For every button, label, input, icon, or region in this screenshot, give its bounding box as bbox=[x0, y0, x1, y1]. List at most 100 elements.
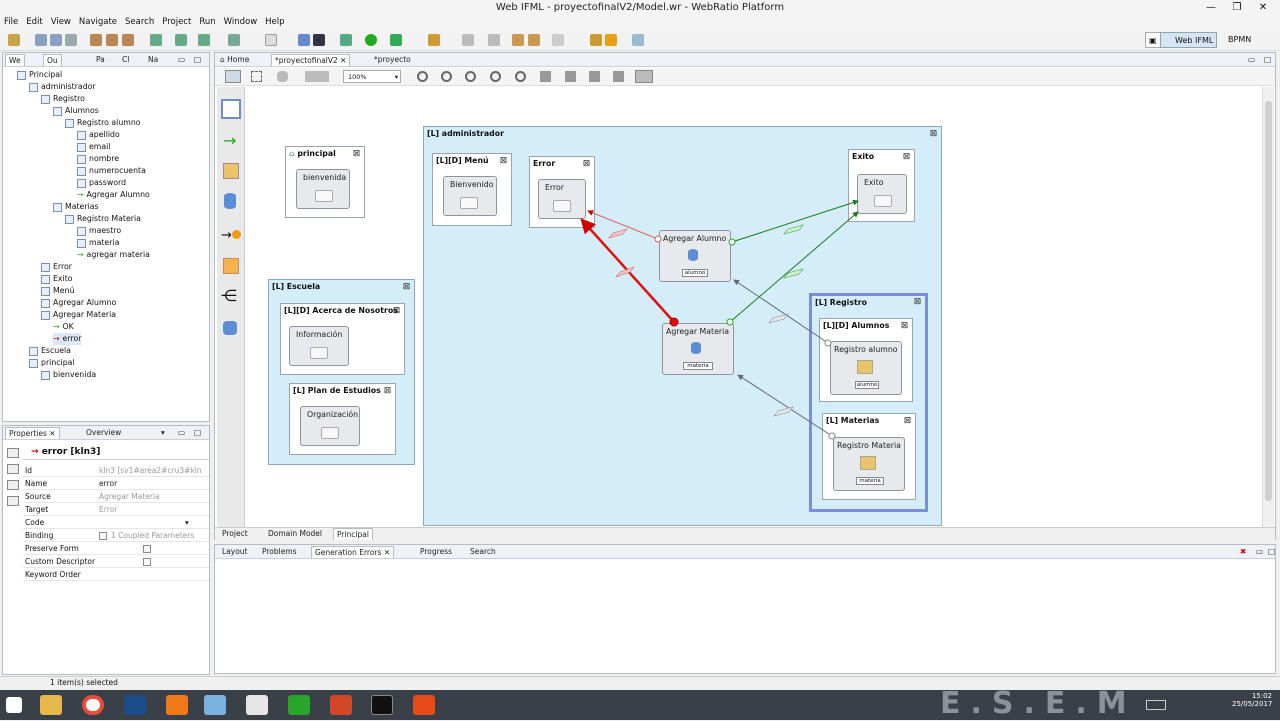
panel-menu-icon[interactable]: ▾ bbox=[161, 428, 165, 437]
area-escuela[interactable]: [L] Escuela ⊠ [L][D] Acerca de Nosotros … bbox=[268, 279, 415, 465]
menu-view[interactable]: View bbox=[50, 17, 71, 27]
settings-icon[interactable] bbox=[340, 34, 352, 46]
palette-flow-icon[interactable]: → bbox=[223, 131, 237, 150]
zoom-out-icon[interactable] bbox=[441, 71, 452, 82]
close-icon[interactable]: ⊠ bbox=[929, 129, 938, 139]
run-config-icon[interactable] bbox=[175, 34, 187, 46]
menu-edit[interactable]: Edit bbox=[26, 17, 43, 27]
page-error[interactable]: Error ⊠ Error bbox=[529, 156, 595, 228]
zoom-fit-icon[interactable] bbox=[465, 71, 476, 82]
forward-icon[interactable] bbox=[552, 34, 564, 46]
property-value[interactable]: error bbox=[99, 477, 117, 490]
menu-search[interactable]: Search bbox=[125, 17, 155, 27]
new-icon[interactable] bbox=[8, 34, 20, 46]
tree-item[interactable]: Error bbox=[41, 261, 72, 273]
palette-form-icon[interactable] bbox=[223, 163, 239, 179]
tab-proyecto[interactable]: *proyecto bbox=[374, 55, 411, 64]
tab-properties[interactable]: Properties ✕ bbox=[5, 427, 60, 439]
menu-project[interactable]: Project bbox=[162, 17, 192, 27]
powerpoint-icon[interactable] bbox=[330, 695, 352, 715]
maximize-editor-icon[interactable]: □ bbox=[1264, 55, 1272, 64]
perspective-bpmn[interactable]: BPMN bbox=[1228, 35, 1252, 44]
unit-bienvenido[interactable]: Bienvenido bbox=[443, 176, 497, 216]
close-icon[interactable]: ⊠ bbox=[383, 386, 392, 396]
palette-switch-icon[interactable]: ⋲ bbox=[221, 286, 237, 305]
package-icon[interactable] bbox=[313, 34, 325, 46]
next-annotation-icon[interactable] bbox=[462, 34, 474, 46]
tool-icon[interactable] bbox=[198, 34, 210, 46]
link-tool-icon[interactable] bbox=[305, 71, 329, 82]
tree-item[interactable]: Agregar Alumno bbox=[41, 297, 116, 309]
tab-palette[interactable]: Pa bbox=[96, 55, 105, 64]
layout-grid-icon[interactable] bbox=[635, 70, 653, 83]
close-icon[interactable]: ⊠ bbox=[900, 321, 909, 331]
snapshot-icon[interactable] bbox=[540, 71, 551, 82]
action-agregar-alumno[interactable]: Agregar Alumno alumno bbox=[659, 230, 731, 282]
save-all-icon[interactable] bbox=[50, 34, 62, 46]
page-alumnos[interactable]: [L][D] Alumnos ⊠ Registro alumno alumno bbox=[819, 318, 913, 402]
align-vertical-icon[interactable] bbox=[589, 71, 600, 82]
minimize-panel-icon[interactable]: ▭ bbox=[1256, 547, 1264, 556]
tree-item[interactable]: maestro bbox=[77, 225, 121, 237]
close-icon[interactable]: ⊠ bbox=[352, 149, 361, 159]
tree-item[interactable]: Registro Materia bbox=[65, 213, 141, 225]
close-icon[interactable]: ⊠ bbox=[902, 152, 911, 162]
tab-outline[interactable]: Ou bbox=[43, 54, 62, 66]
perspective-webifml[interactable]: Web IFML bbox=[1160, 32, 1218, 48]
tree-item[interactable]: Registro alumno bbox=[65, 117, 141, 129]
property-value[interactable]: 1 Coupled Parameters bbox=[99, 529, 194, 542]
print-icon[interactable] bbox=[65, 34, 77, 46]
file-explorer-icon[interactable] bbox=[40, 695, 62, 715]
menu-run[interactable]: Run bbox=[199, 17, 216, 27]
unit-registro-alumno[interactable]: Registro alumno alumno bbox=[830, 341, 902, 395]
align-horizontal-icon[interactable] bbox=[565, 71, 576, 82]
palette-module-icon[interactable] bbox=[223, 258, 239, 274]
page-menu[interactable]: [L][D] Menú ⊠ Bienvenido bbox=[432, 153, 512, 226]
tree-item[interactable]: Exito bbox=[41, 273, 73, 285]
menu-file[interactable]: File bbox=[4, 17, 19, 27]
external-tools-icon[interactable] bbox=[390, 34, 402, 46]
tree-item[interactable]: →error bbox=[53, 333, 82, 345]
minimize-panel-icon[interactable]: ▭ bbox=[178, 428, 186, 437]
tab-comment-icon[interactable] bbox=[7, 480, 19, 490]
java-icon[interactable] bbox=[246, 695, 268, 715]
tree-item[interactable]: nombre bbox=[77, 153, 119, 165]
debug-icon[interactable] bbox=[150, 34, 162, 46]
close-icon[interactable]: ⊠ bbox=[582, 159, 591, 169]
marquee-tool-icon[interactable] bbox=[251, 71, 262, 82]
chevron-down-icon[interactable]: ▾ bbox=[185, 518, 189, 527]
pan-tool-icon[interactable] bbox=[277, 71, 288, 82]
palette-db-icon[interactable] bbox=[223, 321, 237, 335]
close-icon[interactable]: ⊠ bbox=[392, 306, 401, 316]
minimize-button[interactable]: — bbox=[1206, 2, 1216, 13]
property-value[interactable] bbox=[143, 542, 155, 555]
close-icon[interactable]: ⊠ bbox=[402, 282, 411, 292]
generate-all-icon[interactable] bbox=[106, 34, 118, 46]
tab-progress[interactable]: Progress bbox=[420, 547, 453, 556]
minimize-panel-icon[interactable]: ▭ bbox=[178, 55, 186, 64]
menu-help[interactable]: Help bbox=[265, 17, 285, 27]
property-value[interactable]: kln3 [sv1#area2#cru3#kln bbox=[99, 464, 202, 477]
zoom-in-icon[interactable] bbox=[417, 71, 428, 82]
unit-error[interactable]: Error bbox=[538, 179, 586, 219]
tree-item[interactable]: Registro bbox=[41, 93, 85, 105]
publish-icon[interactable] bbox=[228, 34, 240, 46]
page-principal[interactable]: ⌂ principal ⊠ bienvenida bbox=[285, 146, 365, 218]
select-tool-icon[interactable] bbox=[225, 70, 241, 83]
tree-item[interactable]: Escuela bbox=[29, 345, 71, 357]
unit-registro-materia[interactable]: Registro Materia materia bbox=[833, 437, 905, 491]
tree-item[interactable]: principal bbox=[29, 357, 75, 369]
tab-problems[interactable]: Problems bbox=[262, 547, 297, 556]
checkbox[interactable] bbox=[99, 532, 107, 540]
open-perspective-button[interactable]: ▣ bbox=[1145, 32, 1161, 48]
zoom-selection-icon[interactable] bbox=[490, 71, 501, 82]
tab-layout-icon[interactable] bbox=[7, 464, 19, 474]
warning-icon[interactable] bbox=[605, 34, 617, 46]
zoom-select[interactable]: 100%▾ bbox=[343, 70, 401, 83]
tree-item[interactable]: email bbox=[77, 141, 111, 153]
checkbox[interactable] bbox=[143, 545, 151, 553]
generate-icon[interactable] bbox=[90, 34, 102, 46]
layout-icon[interactable] bbox=[632, 34, 644, 46]
tree-item[interactable]: bienvenida bbox=[41, 369, 96, 381]
tree-item[interactable]: Principal bbox=[17, 69, 62, 81]
